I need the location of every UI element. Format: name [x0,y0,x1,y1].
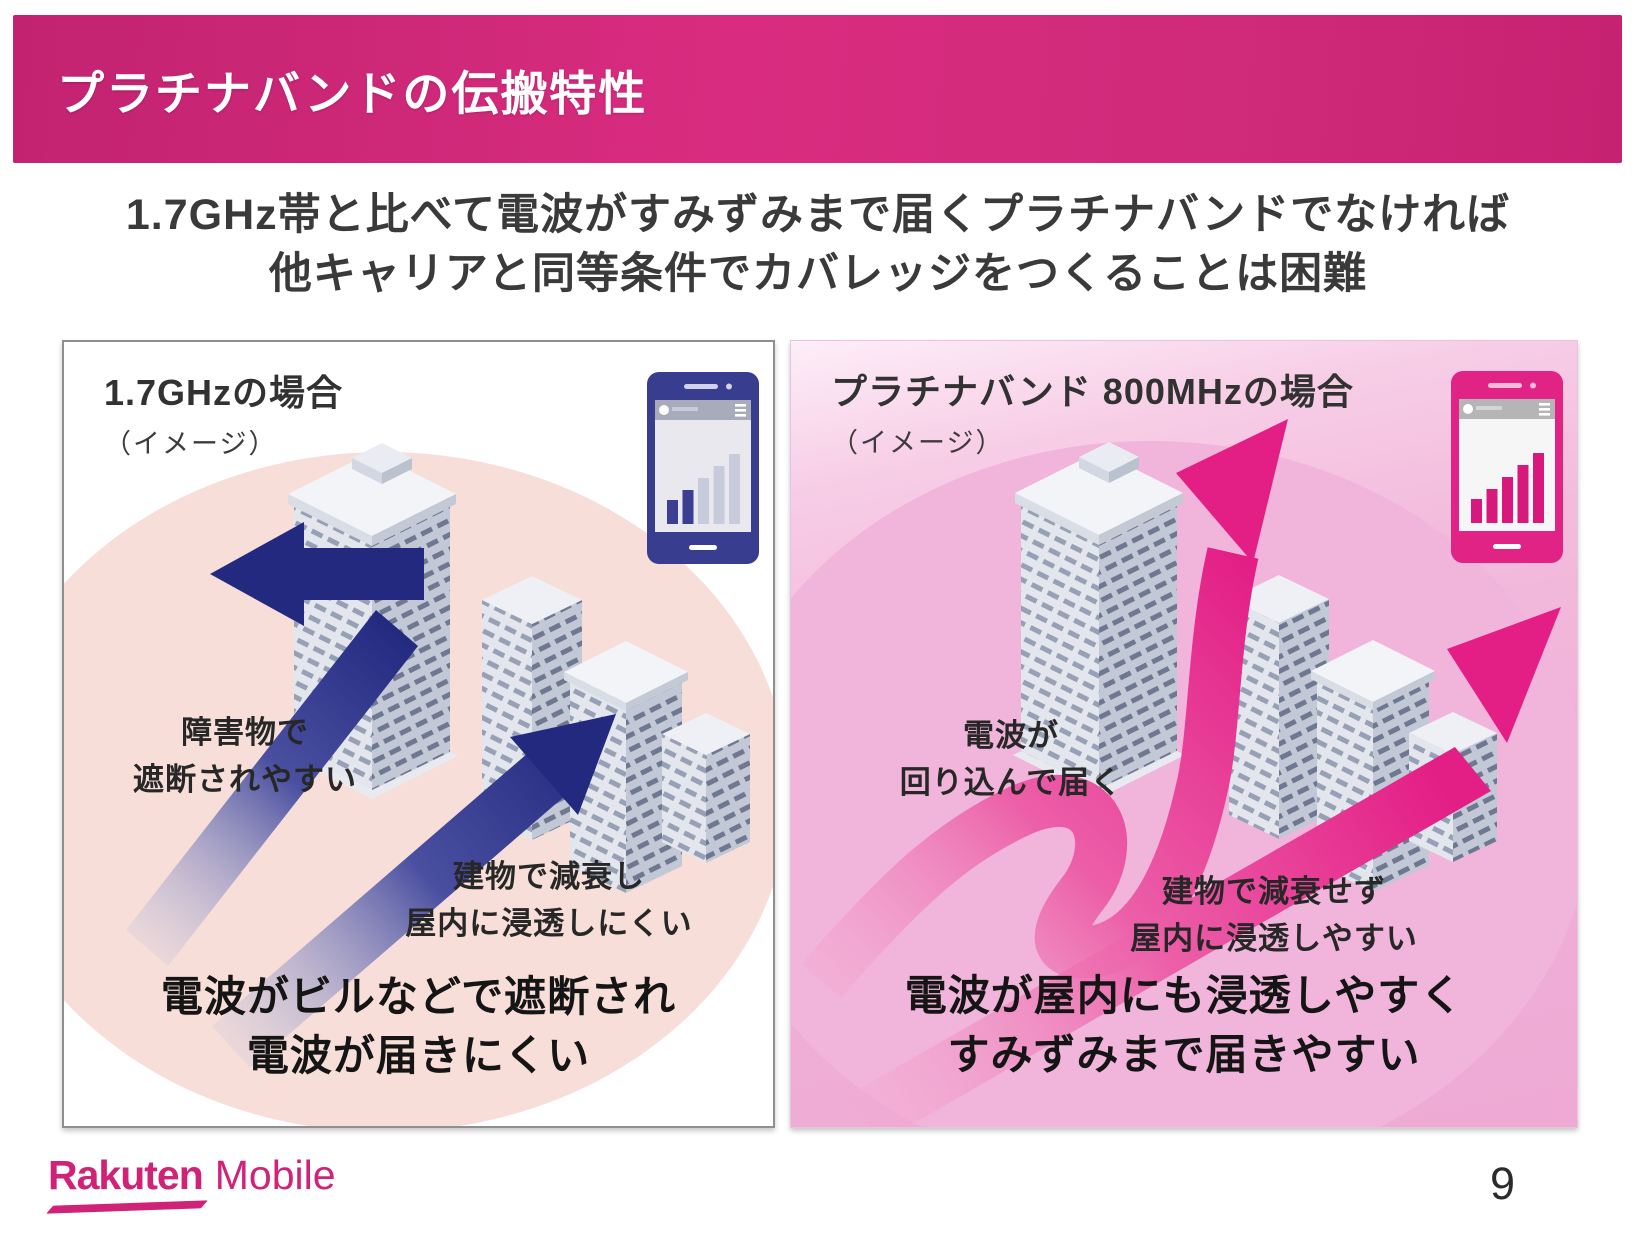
page-number: 9 [1490,1158,1516,1209]
annotation-attenuated: 建物で減衰し 屋内に浸透しにくい [405,859,693,941]
left-panel-title: 1.7GHzの場合 [104,372,344,413]
logo-swoosh-icon [46,1200,208,1214]
right-panel-summary: 電波が屋内にも浸透しやすく すみずみまで届きやすい [904,972,1464,1078]
office-building-icon [1013,442,1185,798]
left-panel-summary: 電波がビルなどで遮断され 電波が届きにくい [160,973,677,1079]
diffracting-signal-arrow-icon [801,419,1288,999]
right-panel-title: プラチナバンド 800MHzの場合 [831,371,1354,412]
page-title: プラチナバンドの伝搬特性 [57,66,648,120]
penetrating-signal-illustration [791,371,1577,1127]
left-panel-caption: （イメージ） [104,429,278,459]
logo-rakuten-text: Rakuten [46,1152,208,1214]
building-cluster-icon [482,576,750,893]
rakuten-mobile-logo: Rakuten Mobile [46,1152,336,1214]
right-panel-caption: （イメージ） [831,428,1005,458]
annotation-diffraction: 電波が 回り込んで届く [899,718,1123,800]
annotation-blocked: 障害物で 遮断されやすい [133,715,357,797]
panel-1-7ghz: 1.7GHzの場合 （イメージ） 障害物で 遮断されやすい 建物で減衰し 屋内に… [62,340,775,1128]
coverage-ellipse [64,452,773,1126]
subtitle-line-1: 1.7GHz帯と比べて電波がすみずみまで届くプラチナバンドでなければ [125,191,1511,239]
blocked-signal-arrow-icon [212,714,616,1068]
subtitle-line-2: 他キャリアと同等条件でカバレッジをつくることは困難 [268,250,1368,299]
smartphone-weak-signal-icon [647,372,759,564]
subtitle: 1.7GHz帯と比べて電波がすみずみまで届くプラチナバンドでなければ 他キャリア… [0,186,1636,305]
logo-mobile-text: Mobile [214,1152,336,1198]
smartphone-strong-signal-icon [1451,371,1563,563]
panel-platinum-800mhz: プラチナバンド 800MHzの場合 （イメージ） 電波が 回り込んで届く 建物で… [790,340,1578,1128]
blocked-signal-illustration [64,372,773,1126]
annotation-penetration: 建物で減衰せず 屋内に浸透しやすい [1130,874,1418,956]
header-bar: プラチナバンドの伝搬特性 [13,15,1622,163]
deflected-signal-arrow-icon [126,522,424,966]
penetrating-signal-arrow-icon [845,607,1561,1127]
